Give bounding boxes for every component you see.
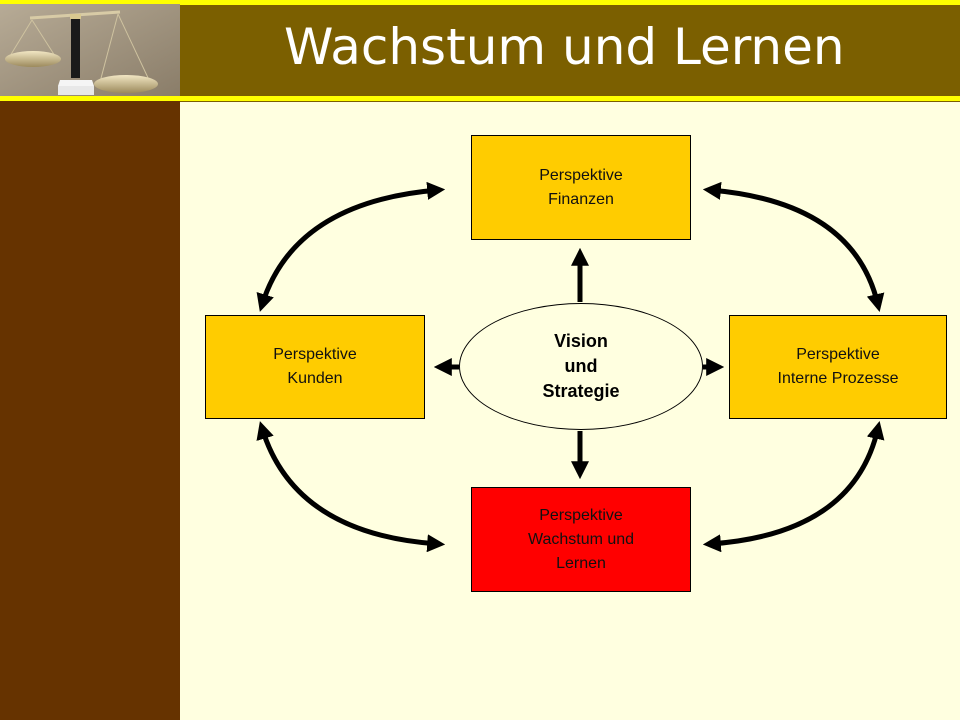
perspective-kunden-line-2: Kunden [287, 370, 343, 387]
vision-line-1: Vision [554, 330, 608, 351]
sidebar-band [0, 101, 180, 720]
vision-line-2: und [564, 355, 598, 376]
slide-title: Wachstum und Lernen [284, 18, 845, 76]
perspective-kunden-line-1: Perspektive [273, 346, 357, 363]
perspective-finanzen-line-1: Perspektive [539, 166, 623, 184]
arrow-kunden-lernen [256, 421, 446, 553]
arrow-finanzen-prozesse [702, 181, 885, 313]
perspective-lernen-line-3: Lernen [556, 554, 606, 572]
perspective-kunden-box: Perspektive Kunden [205, 315, 425, 419]
perspective-prozesse-line-2: Interne Prozesse [777, 370, 899, 387]
balance-scale-logo [0, 4, 180, 96]
perspective-finanzen-box: Perspektive Finanzen [471, 135, 691, 240]
header-bottom-accent-line [0, 96, 960, 101]
perspective-prozesse-line-1: Perspektive [796, 346, 880, 363]
perspective-finanzen-line-2: Finanzen [548, 190, 614, 208]
arrow-prozesse-lernen [702, 420, 885, 553]
arrow-kunden-finanzen [256, 181, 446, 312]
perspective-lernen-box: Perspektive Wachstum und Lernen [471, 487, 691, 592]
header-top-accent-line [0, 0, 960, 5]
perspective-prozesse-box: Perspektive Interne Prozesse [729, 315, 947, 419]
perspective-lernen-line-2: Wachstum und [527, 530, 635, 548]
vision-strategie-ellipse: Vision und Strategie [459, 303, 703, 430]
perspective-lernen-line-1: Perspektive [539, 506, 623, 524]
vision-line-3: Strategie [542, 381, 620, 402]
